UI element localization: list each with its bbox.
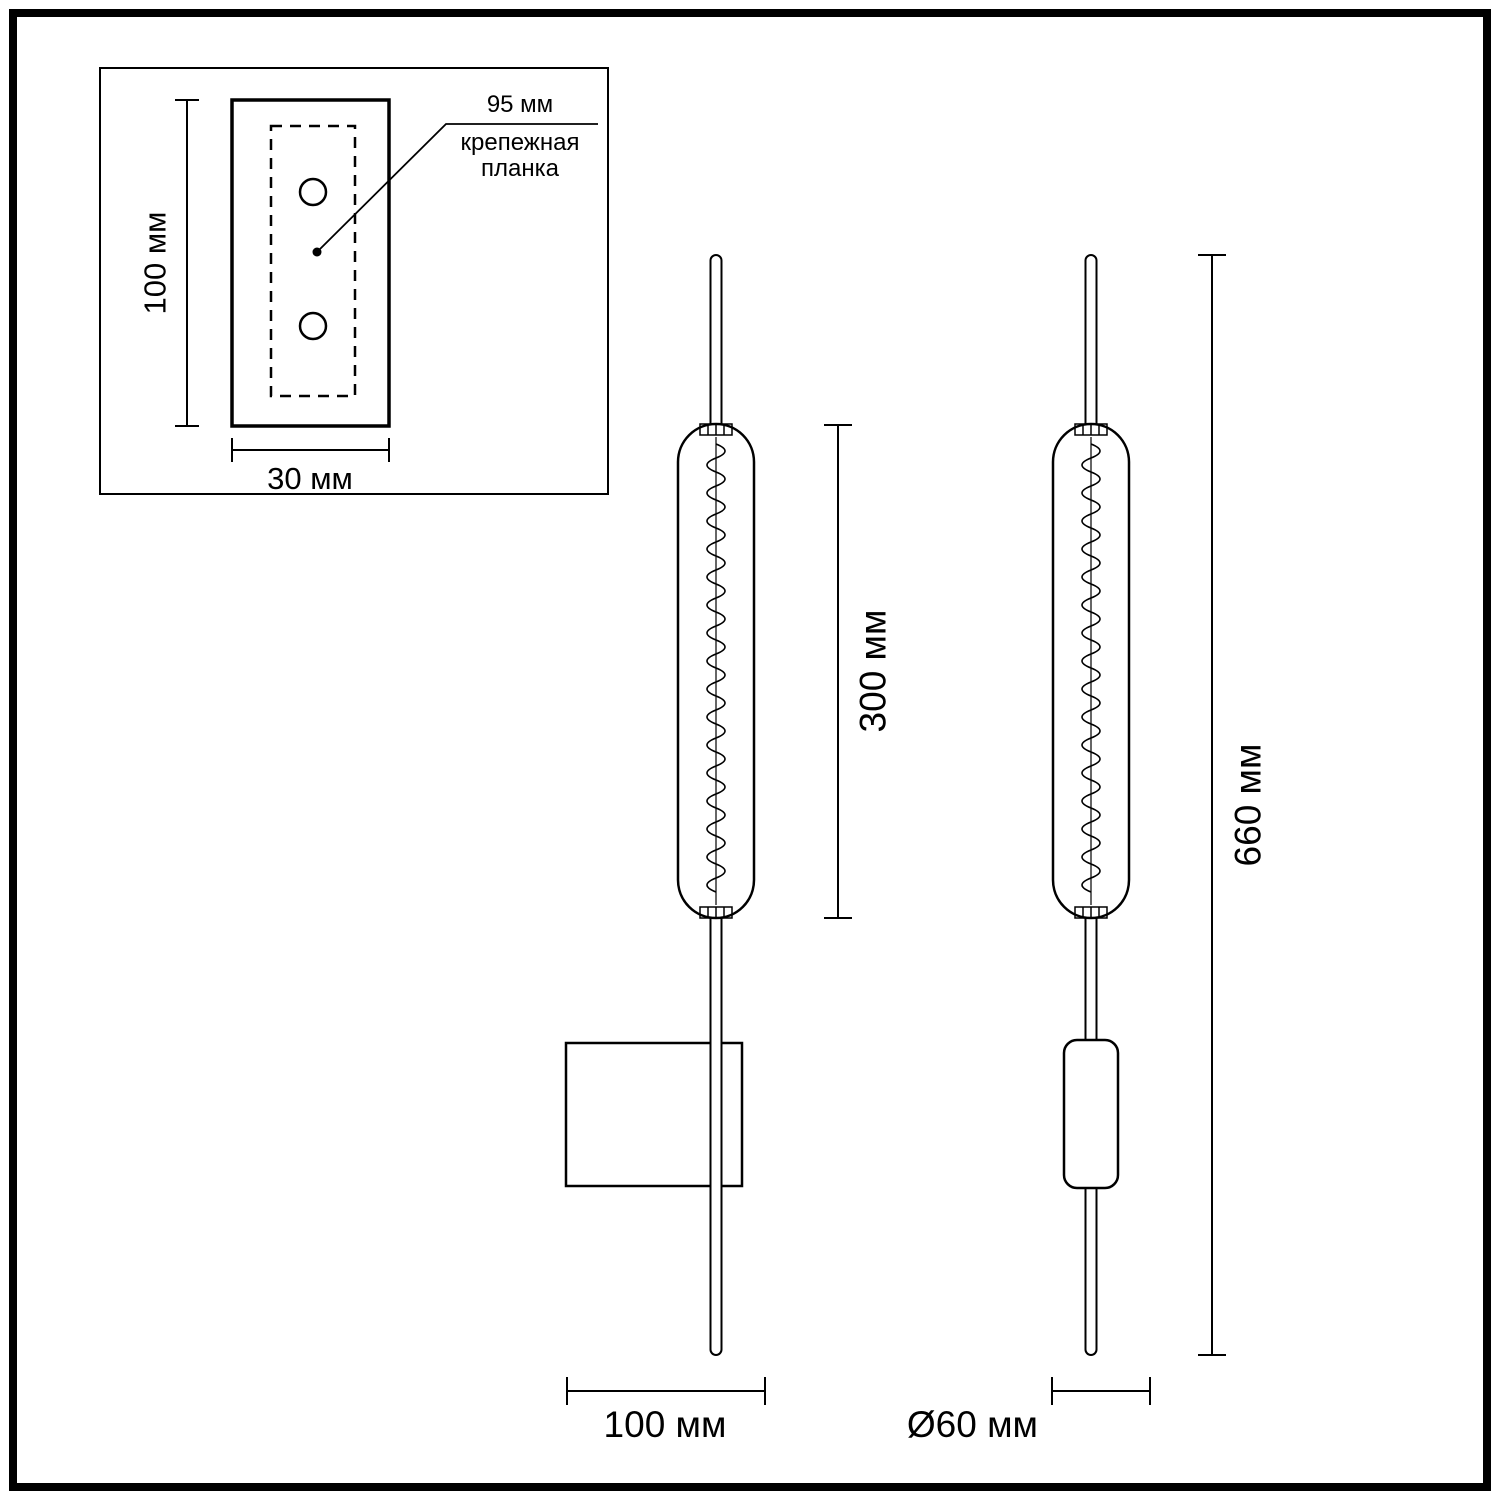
leader-line xyxy=(316,123,598,253)
screw-hole-top xyxy=(298,177,328,207)
diameter-dimension xyxy=(1051,1377,1151,1405)
mounting-strip-dashed xyxy=(269,124,357,398)
depth-label: 100 мм xyxy=(604,1404,727,1445)
filament-coil-front xyxy=(1081,443,1101,893)
body-cylinder-front xyxy=(1062,1038,1120,1190)
shade-top-connector-front xyxy=(1074,423,1108,436)
plate-label-line2: планка xyxy=(481,155,560,182)
plate-label-line1: крепежная xyxy=(461,129,580,156)
shade-length-label: 300 мм xyxy=(853,610,894,733)
shade-bottom-connector-side xyxy=(699,906,733,919)
filament-coil-side xyxy=(706,443,726,893)
diameter-label: Ø60 мм xyxy=(907,1404,1038,1445)
mounting-detail-inset: 95 мм крепежная планка 100 мм 30 мм xyxy=(99,67,609,496)
inset-height-dimension xyxy=(175,99,199,427)
inset-width-label: 30 мм xyxy=(267,461,353,496)
page-border xyxy=(9,9,1491,1491)
pitch-label: 95 мм xyxy=(487,91,553,118)
shade-length-dimension xyxy=(824,424,852,919)
inset-frame xyxy=(99,67,609,495)
depth-dimension xyxy=(566,1377,766,1405)
backplate-outline xyxy=(230,98,391,428)
side-view: 300 мм 100 мм xyxy=(564,254,894,1445)
front-view: 660 мм Ø60 мм xyxy=(907,254,1269,1445)
inset-width-dimension xyxy=(231,438,390,462)
shade-top-connector-side xyxy=(699,423,733,436)
inset-height-label: 100 мм xyxy=(138,212,173,315)
overall-height-dimension xyxy=(1198,254,1226,1356)
overall-height-label: 660 мм xyxy=(1228,744,1269,867)
screw-hole-bottom xyxy=(298,311,328,341)
shade-bottom-connector-front xyxy=(1074,906,1108,919)
